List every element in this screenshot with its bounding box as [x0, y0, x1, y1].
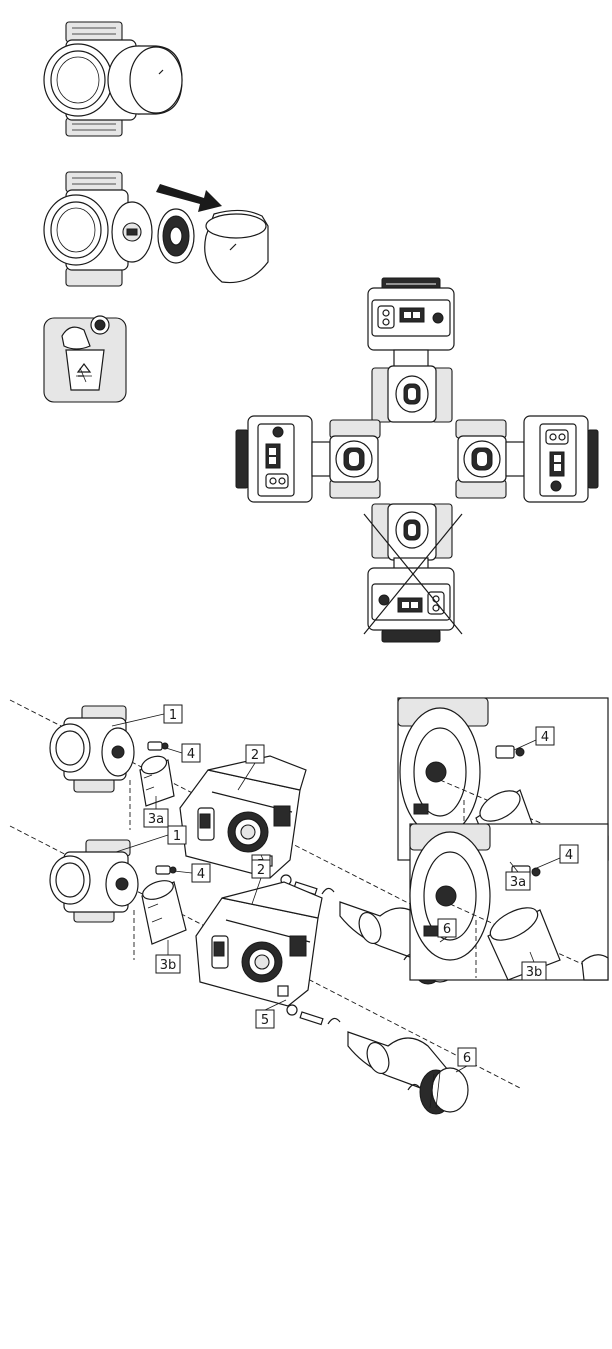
assembly-b	[9, 825, 521, 1115]
actuator-bottom	[367, 557, 455, 643]
label-3b: 3b	[155, 940, 181, 974]
svg-text:2: 2	[251, 748, 259, 763]
label-2b: 2	[251, 859, 271, 905]
svg-text:4: 4	[197, 867, 205, 882]
label-4b-inset: 4	[531, 844, 579, 871]
svg-text:6: 6	[443, 922, 451, 937]
svg-text:3a: 3a	[148, 812, 164, 827]
knob-6b	[419, 1067, 469, 1115]
removal-arrow-icon	[156, 184, 222, 212]
svg-text:3b: 3b	[526, 965, 543, 980]
label-1a: 1	[111, 704, 183, 727]
label-3b-inset: 3b	[521, 951, 547, 981]
svg-text:5: 5	[261, 1013, 269, 1028]
label-3a: 3a	[143, 796, 169, 828]
recycle-bin-icon	[43, 315, 127, 403]
label-2a: 2	[237, 744, 265, 791]
svg-text:3b: 3b	[160, 958, 177, 973]
actuator-2b	[195, 881, 323, 1007]
valve-left	[329, 419, 381, 499]
label-3a-inset: 3a	[505, 861, 531, 891]
valve-bottom	[371, 503, 453, 561]
spindle-screw-4b	[155, 865, 177, 875]
svg-text:4: 4	[187, 747, 195, 762]
valve-right	[455, 419, 507, 499]
adapter-3a	[139, 755, 175, 807]
svg-text:3a: 3a	[510, 875, 526, 890]
valve-with-cap	[43, 21, 183, 137]
label-5b: 5	[255, 999, 287, 1029]
label-6a: 6	[437, 918, 457, 943]
knob-screw-5b	[286, 1004, 324, 1026]
valve-cap-removal	[43, 171, 269, 287]
svg-text:4: 4	[541, 730, 549, 745]
label-4b: 4	[173, 863, 211, 883]
actuator-2	[179, 755, 307, 879]
actuator-right	[505, 415, 599, 503]
svg-text:2: 2	[257, 863, 265, 878]
label-4a-inset: 4	[513, 726, 555, 751]
svg-text:4: 4	[565, 848, 573, 863]
rotate-arrow-icon	[321, 887, 335, 895]
spindle-screw-4	[147, 741, 169, 751]
label-6b: 6	[455, 1047, 477, 1073]
svg-text:1: 1	[169, 708, 177, 723]
label-1b: 1	[115, 825, 187, 853]
valve-top	[371, 365, 453, 423]
adapter-3b	[141, 880, 187, 945]
assembly-a	[9, 699, 521, 985]
actuator-left	[235, 415, 331, 503]
svg-text:1: 1	[173, 829, 181, 844]
detail-inset-b	[409, 823, 609, 981]
svg-text:6: 6	[463, 1051, 471, 1066]
mounting-orientations	[235, 277, 599, 643]
label-4a: 4	[165, 743, 201, 763]
actuator-top	[367, 277, 455, 369]
